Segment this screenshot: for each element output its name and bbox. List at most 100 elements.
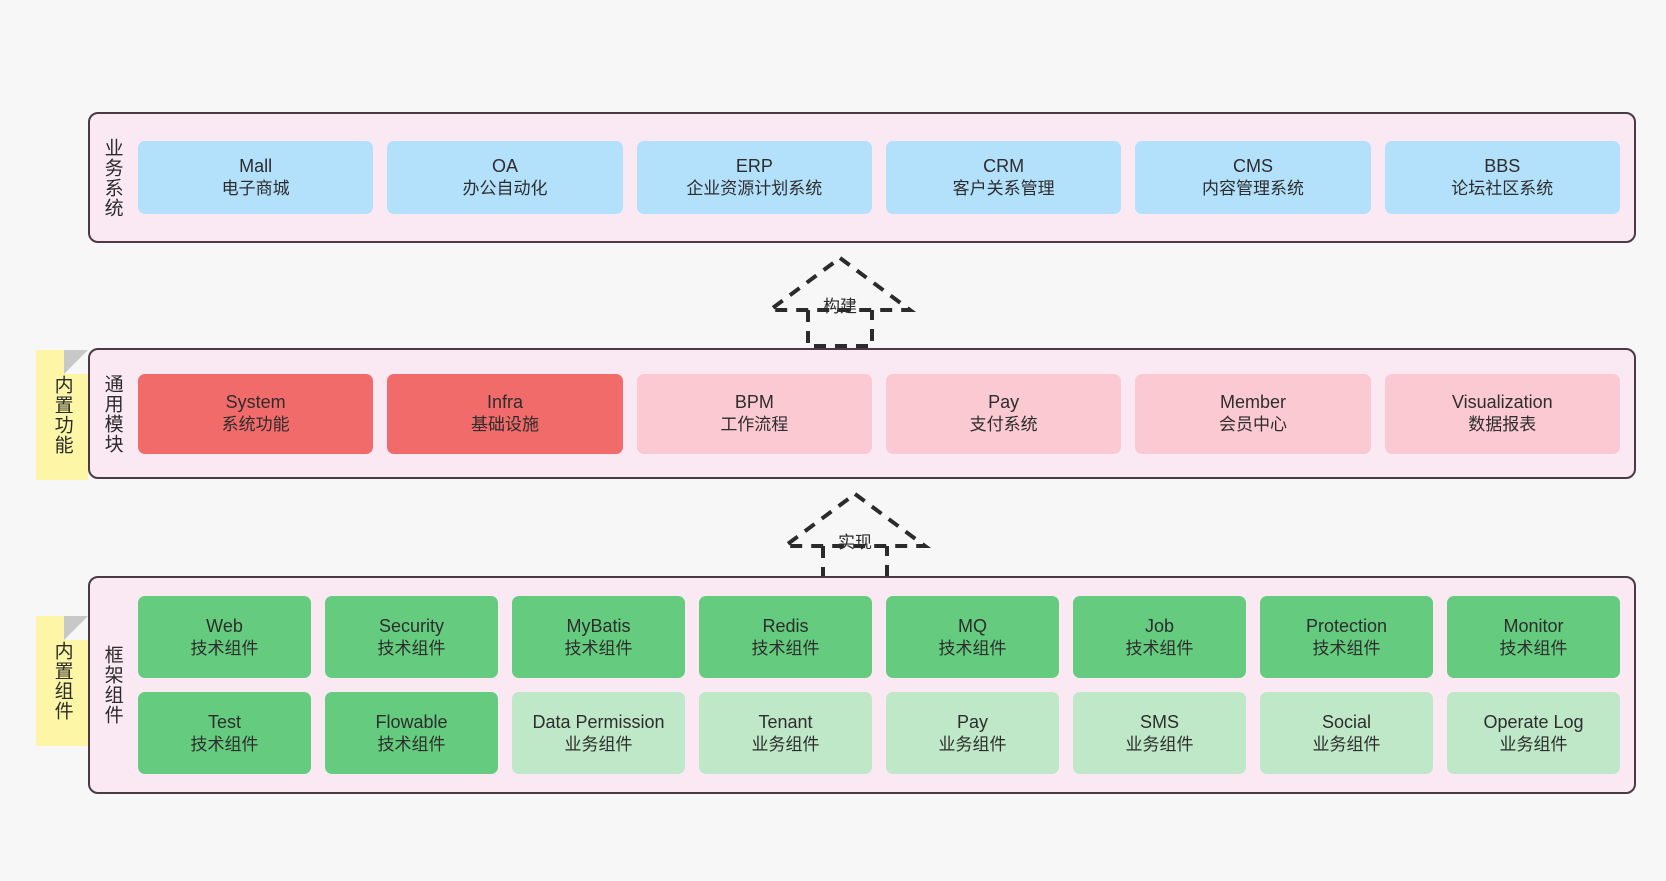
card-title-en: OA — [491, 156, 518, 177]
card-title-cn: 技术组件 — [377, 638, 446, 658]
layer-body-common-module: System 系统功能 Infra 基础设施 BPM 工作流程 Pay 支付系统… — [134, 350, 1634, 477]
card-mq[interactable]: MQ 技术组件 — [886, 596, 1059, 678]
card-member[interactable]: Member 会员中心 — [1135, 373, 1371, 454]
card-bbs[interactable]: BBS 论坛社区系统 — [1384, 141, 1620, 214]
card-oa[interactable]: OA 办公自动化 — [387, 141, 623, 214]
card-title-cn: 企业资源计划系统 — [686, 179, 823, 199]
card-title-cn: 工作流程 — [720, 415, 789, 435]
card-bpm[interactable]: BPM 工作流程 — [636, 373, 872, 454]
card-title-cn: 技术组件 — [377, 734, 446, 754]
layer-body-business-system: Mall 电子商城 OA 办公自动化 ERP 企业资源计划系统 CRM 客户关系… — [134, 114, 1634, 241]
card-data-permission[interactable]: Data Permission 业务组件 — [512, 692, 685, 774]
card-title-en: Protection — [1305, 615, 1388, 636]
card-title-cn: 业务组件 — [1499, 734, 1568, 754]
card-title-en: Monitor — [1503, 615, 1564, 636]
card-title-cn: 客户关系管理 — [952, 179, 1055, 199]
card-title-en: BBS — [1484, 156, 1521, 177]
card-title-en: Flowable — [375, 711, 448, 732]
card-title-cn: 系统功能 — [221, 415, 290, 435]
card-title-cn: 业务组件 — [751, 734, 820, 754]
card-title-en: Member — [1219, 392, 1286, 413]
card-title-en: System — [225, 392, 286, 413]
card-crm[interactable]: CRM 客户关系管理 — [885, 141, 1122, 214]
layer-title-common-module: 通用模块 — [101, 373, 123, 454]
card-title-en: Job — [1144, 615, 1175, 636]
card-title-en: MyBatis — [566, 615, 631, 636]
connector-realize: 实现 — [775, 490, 935, 585]
note-builtin-components: 内置组件 — [36, 616, 88, 746]
card-title-cn: 技术组件 — [1312, 638, 1381, 658]
card-title-en: Mall — [239, 156, 273, 177]
card-sms[interactable]: SMS 业务组件 — [1073, 692, 1246, 774]
card-title-en: SMS — [1139, 711, 1179, 732]
card-operate-log[interactable]: Operate Log 业务组件 — [1447, 692, 1620, 774]
card-title-en: Social — [1321, 711, 1372, 732]
note-label: 内置功能 — [51, 375, 73, 455]
connector-stem — [806, 310, 874, 348]
card-redis[interactable]: Redis 技术组件 — [699, 596, 872, 678]
card-title-cn: 基础设施 — [470, 415, 539, 435]
card-title-en: Test — [207, 711, 241, 732]
card-title-cn: 支付系统 — [969, 415, 1038, 435]
card-title-en: ERP — [735, 156, 773, 177]
card-job[interactable]: Job 技术组件 — [1073, 596, 1246, 678]
card-title-cn: 电子商城 — [221, 179, 290, 199]
card-title-cn: 内容管理系统 — [1201, 179, 1304, 199]
card-title-cn: 业务组件 — [564, 734, 633, 754]
card-title-cn: 论坛社区系统 — [1451, 179, 1554, 199]
card-social[interactable]: Social 业务组件 — [1260, 692, 1433, 774]
card-title-en: Tenant — [758, 711, 813, 732]
card-pay[interactable]: Pay 支付系统 — [885, 373, 1122, 454]
card-title-en: CMS — [1232, 156, 1273, 177]
card-title-en: MQ — [958, 615, 987, 636]
card-security[interactable]: Security 技术组件 — [325, 596, 498, 678]
card-title-en: Operate Log — [1483, 711, 1584, 732]
card-title-en: Redis — [762, 615, 809, 636]
card-title-cn: 技术组件 — [1125, 638, 1194, 658]
note-label: 内置组件 — [51, 641, 73, 721]
generalization-triangle-icon — [763, 255, 917, 312]
connector-build: 构建 — [760, 254, 920, 349]
card-title-cn: 数据报表 — [1468, 415, 1537, 435]
card-title-cn: 技术组件 — [751, 638, 820, 658]
card-mybatis[interactable]: MyBatis 技术组件 — [512, 596, 685, 678]
card-row: Web 技术组件 Security 技术组件 MyBatis 技术组件 Redi… — [138, 596, 1620, 678]
card-row: System 系统功能 Infra 基础设施 BPM 工作流程 Pay 支付系统… — [138, 373, 1620, 454]
card-infra[interactable]: Infra 基础设施 — [387, 373, 623, 454]
layer-common-module: 通用模块 System 系统功能 Infra 基础设施 BPM 工作流程 Pay… — [88, 348, 1636, 479]
card-title-cn: 技术组件 — [938, 638, 1007, 658]
card-title-en: Web — [206, 615, 243, 636]
card-title-cn: 技术组件 — [190, 734, 259, 754]
card-title-cn: 技术组件 — [190, 638, 259, 658]
card-pay-business[interactable]: Pay 业务组件 — [886, 692, 1059, 774]
card-cms[interactable]: CMS 内容管理系统 — [1135, 141, 1371, 214]
layer-title-framework-component: 框架组件 — [101, 645, 123, 725]
card-test[interactable]: Test 技术组件 — [138, 692, 311, 774]
card-flowable[interactable]: Flowable 技术组件 — [325, 692, 498, 774]
card-visualization[interactable]: Visualization 数据报表 — [1384, 373, 1620, 454]
card-web[interactable]: Web 技术组件 — [138, 596, 311, 678]
note-builtin-functions: 内置功能 — [36, 350, 88, 480]
card-system[interactable]: System 系统功能 — [138, 373, 374, 454]
layer-title-business-system: 业务系统 — [101, 137, 123, 218]
card-mall[interactable]: Mall 电子商城 — [138, 141, 374, 214]
card-monitor[interactable]: Monitor 技术组件 — [1447, 596, 1620, 678]
card-protection[interactable]: Protection 技术组件 — [1260, 596, 1433, 678]
card-title-en: CRM — [983, 156, 1025, 177]
card-title-en: Pay — [988, 392, 1020, 413]
card-row: Mall 电子商城 OA 办公自动化 ERP 企业资源计划系统 CRM 客户关系… — [138, 141, 1620, 214]
layer-body-framework-component: Web 技术组件 Security 技术组件 MyBatis 技术组件 Redi… — [134, 578, 1634, 792]
card-tenant[interactable]: Tenant 业务组件 — [699, 692, 872, 774]
card-title-cn: 技术组件 — [1499, 638, 1568, 658]
card-title-en: Visualization — [1451, 392, 1553, 413]
layer-framework-component: 框架组件 Web 技术组件 Security 技术组件 MyBatis 技术组件… — [88, 576, 1636, 794]
card-erp[interactable]: ERP 企业资源计划系统 — [636, 141, 872, 214]
layer-business-system: 业务系统 Mall 电子商城 OA 办公自动化 ERP 企业资源计划系统 CRM… — [88, 112, 1636, 243]
card-title-cn: 业务组件 — [938, 734, 1007, 754]
card-title-cn: 技术组件 — [564, 638, 633, 658]
card-title-cn: 办公自动化 — [462, 179, 548, 199]
generalization-triangle-icon — [778, 491, 932, 548]
card-row: Test 技术组件 Flowable 技术组件 Data Permission … — [138, 692, 1620, 774]
card-title-en: BPM — [734, 392, 774, 413]
